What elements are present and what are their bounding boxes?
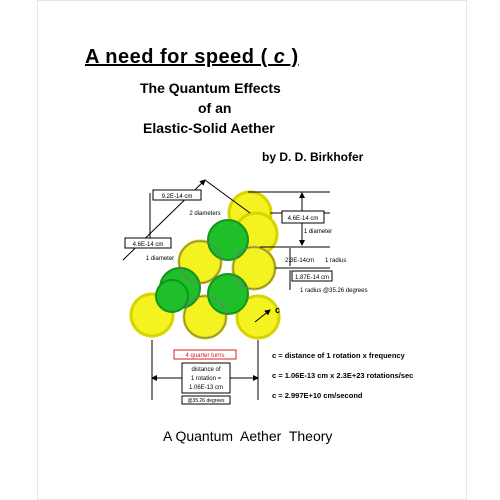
c-arrow-label: c bbox=[275, 305, 280, 315]
left-distance-label: 4.6E-14 cm bbox=[133, 242, 164, 248]
radius-note: 1 radius bbox=[325, 258, 346, 264]
radius-label: 2.3E-14cm bbox=[285, 258, 314, 264]
projection-note: 1 radius @35.26 degrees bbox=[300, 288, 367, 294]
title-c-symbol: c bbox=[273, 46, 286, 68]
top-distance-label: 9.2E-14 cm bbox=[162, 194, 193, 200]
right-distance-note: 1 diameter bbox=[304, 229, 332, 235]
yellow-sphere bbox=[235, 294, 281, 340]
subtitle-line-1: The Quantum Effects bbox=[140, 80, 281, 96]
projection-label: 1.87E-14 cm bbox=[295, 275, 329, 281]
sphere-pyramid bbox=[129, 190, 281, 340]
equation-1: c = distance of 1 rotation x frequency bbox=[272, 351, 406, 360]
equation-3: c = 2.997E+10 cm/second bbox=[272, 391, 363, 400]
subtitle-line-3: Elastic-Solid Aether bbox=[143, 120, 275, 136]
subtitle-line-2: of an bbox=[198, 100, 232, 116]
rotation-label-1: distance of bbox=[191, 367, 220, 373]
green-sphere bbox=[207, 219, 249, 261]
green-sphere bbox=[155, 279, 189, 313]
rotation-angle-label: @35.26 degrees bbox=[187, 398, 225, 404]
footer-subtitle: A Quantum Aether Theory bbox=[163, 428, 333, 444]
green-sphere bbox=[207, 273, 249, 315]
rotation-label-2: 1 rotation = bbox=[191, 376, 222, 382]
quarter-turns-label: 4 quarter turns bbox=[185, 353, 224, 359]
equation-2: c = 1.06E-13 cm x 2.3E+23 rotations/sec bbox=[272, 371, 413, 380]
top-distance-note: 2 diameters bbox=[189, 211, 220, 217]
author-name: by D. D. Birkhofer bbox=[262, 150, 364, 164]
book-title: A need for speed ( c ) bbox=[85, 46, 299, 68]
equations: c = distance of 1 rotation x frequency c… bbox=[272, 351, 413, 400]
right-distance-label: 4.6E-14 cm bbox=[288, 216, 319, 222]
rotation-label-3: 1.06E-13 cm bbox=[189, 385, 223, 391]
label-boxes: 9.2E-14 cm 2 diameters 4.6E-14 cm 1 diam… bbox=[124, 189, 367, 405]
left-distance-note: 1 diameter bbox=[146, 256, 174, 262]
